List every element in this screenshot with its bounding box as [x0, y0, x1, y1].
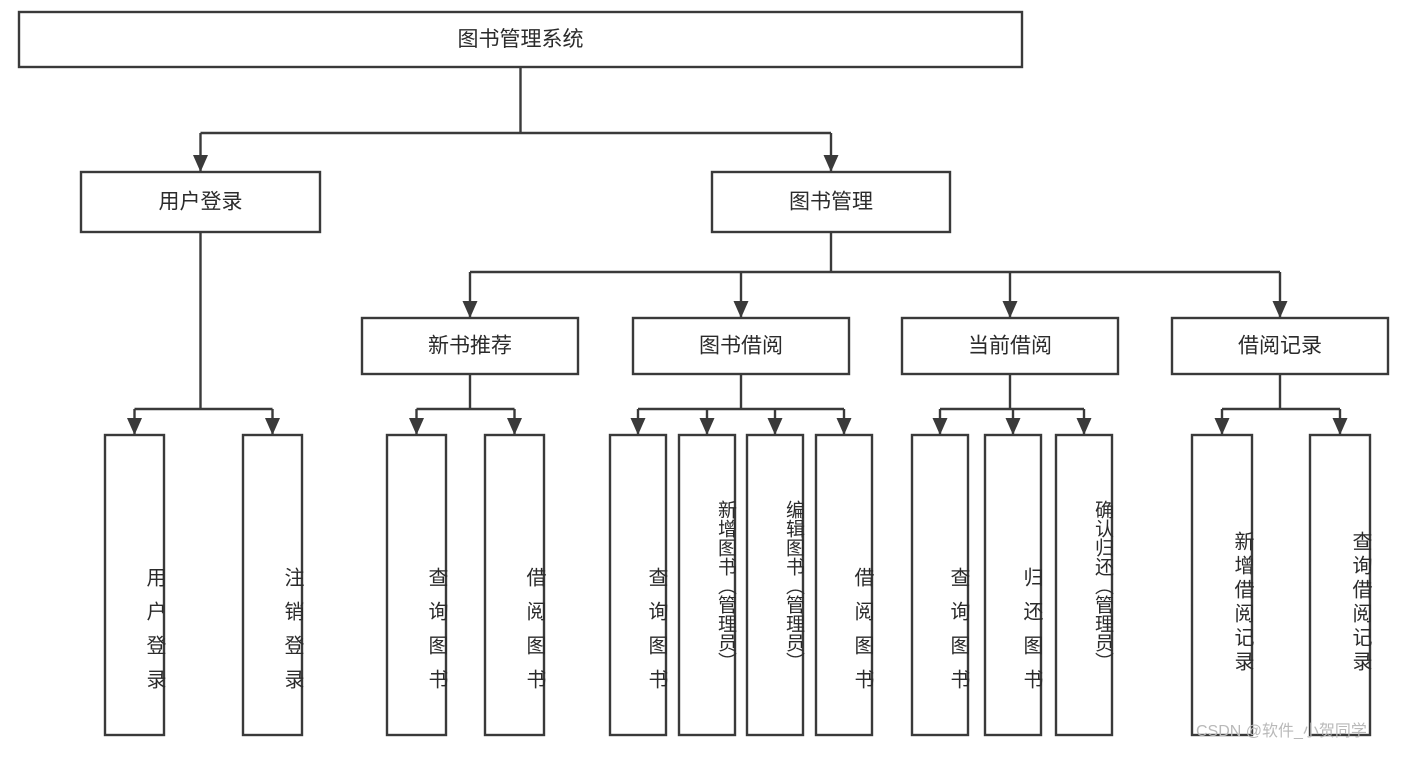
- arrow-head-icon-book-manage-0: [462, 301, 478, 318]
- arrow-head-icon-leaves-current-borrow-1: [1005, 418, 1021, 435]
- node-label-undefined: 图书管理系统: [458, 28, 584, 51]
- arrow-head-icon-leaves-book-borrow-0: [630, 418, 646, 435]
- arrow-head-icon-leaves-book-borrow-2: [767, 418, 783, 435]
- node-leaf-query-book-3[interactable]: [910, 433, 970, 737]
- arrow-head-icon-leaves-book-borrow-1: [699, 418, 715, 435]
- node-new-book-recommend[interactable]: 新书推荐: [360, 316, 580, 376]
- node-label-book-manage: 图书管理: [789, 191, 873, 214]
- node-box-borrow-record[interactable]: [1170, 316, 1390, 376]
- node-box-leaf-return-book[interactable]: [983, 433, 1043, 737]
- node-label-current-borrow: 当前借阅: [968, 335, 1052, 358]
- node-box-leaf-edit-book[interactable]: [745, 433, 805, 737]
- node-box-leaf-borrow-book-2[interactable]: [814, 433, 874, 737]
- node-box-leaf-add-book[interactable]: [677, 433, 737, 737]
- node-box-leaf-query-book-3[interactable]: [910, 433, 970, 737]
- node-leaf-query-record[interactable]: [1308, 433, 1372, 737]
- node-box-undefined[interactable]: [17, 10, 1024, 69]
- arrow-head-icon-book-manage-2: [1002, 301, 1018, 318]
- node-box-leaf-add-record[interactable]: [1190, 433, 1254, 737]
- node-box-book-manage[interactable]: [710, 170, 952, 234]
- node-user-login[interactable]: 用户登录: [79, 170, 322, 234]
- node-box-leaf-borrow-book-1[interactable]: [483, 433, 546, 737]
- node-borrow-record[interactable]: 借阅记录: [1170, 316, 1390, 376]
- arrow-head-icon-leaves-borrow-record-1: [1332, 418, 1348, 435]
- csdn-watermark: CSDN @软件_小贺同学: [1196, 723, 1367, 740]
- node-label-new-book-recommend: 新书推荐: [428, 335, 512, 358]
- node-leaf-confirm-return[interactable]: [1054, 433, 1114, 737]
- connectors-layer: [127, 67, 1348, 435]
- node-leaf-add-book[interactable]: [677, 433, 737, 737]
- node-leaf-add-record[interactable]: [1190, 433, 1254, 737]
- node-label-borrow-record: 借阅记录: [1238, 335, 1322, 358]
- arrow-head-icon-leaves-new-book-recommend-0: [409, 418, 424, 435]
- node-leaf-query-book-1[interactable]: [385, 433, 448, 737]
- arrow-head-icon-leaves-new-book-recommend-1: [507, 418, 522, 435]
- arrow-head-icon-leaves-user-login-1: [265, 418, 280, 435]
- node-leaf-return-book[interactable]: [983, 433, 1043, 737]
- node-leaf-edit-book[interactable]: [745, 433, 805, 737]
- node-label-book-borrow: 图书借阅: [699, 335, 783, 358]
- node-book-borrow[interactable]: 图书借阅: [631, 316, 851, 376]
- node-box-leaf-query-book-2[interactable]: [608, 433, 668, 737]
- node-undefined[interactable]: 图书管理系统: [17, 10, 1024, 69]
- arrow-head-icon-book-manage-3: [1272, 301, 1288, 318]
- diagram-canvas: 图书管理系统用户登录图书管理新书推荐图书借阅当前借阅借阅记录 用户登录注销登录查…: [17, 10, 1390, 740]
- arrow-head-icon-leaves-current-borrow-2: [1076, 418, 1092, 435]
- arrow-head-icon-leaves-user-login-0: [127, 418, 142, 435]
- node-box-current-borrow[interactable]: [900, 316, 1120, 376]
- node-leaf-borrow-book-1[interactable]: [483, 433, 546, 737]
- node-leaf-user-login[interactable]: [103, 433, 166, 737]
- arrow-head-icon-root-0: [193, 155, 208, 172]
- node-leaf-query-book-2[interactable]: [608, 433, 668, 737]
- node-current-borrow[interactable]: 当前借阅: [900, 316, 1120, 376]
- node-book-manage[interactable]: 图书管理: [710, 170, 952, 234]
- arrow-head-icon-leaves-book-borrow-3: [836, 418, 852, 435]
- node-box-new-book-recommend[interactable]: [360, 316, 580, 376]
- node-leaf-borrow-book-2[interactable]: [814, 433, 874, 737]
- node-box-leaf-query-record[interactable]: [1308, 433, 1372, 737]
- node-label-user-login: 用户登录: [159, 191, 243, 214]
- node-box-book-borrow[interactable]: [631, 316, 851, 376]
- node-box-leaf-confirm-return[interactable]: [1054, 433, 1114, 737]
- node-box-leaf-user-login[interactable]: [103, 433, 166, 737]
- node-leaf-user-logout[interactable]: [241, 433, 304, 737]
- node-box-user-login[interactable]: [79, 170, 322, 234]
- arrow-head-icon-book-manage-1: [733, 301, 749, 318]
- arrow-head-icon-leaves-current-borrow-0: [932, 418, 948, 435]
- node-box-leaf-user-logout[interactable]: [241, 433, 304, 737]
- arrow-head-icon-leaves-borrow-record-0: [1214, 418, 1230, 435]
- arrow-head-icon-root-1: [823, 155, 839, 172]
- node-box-leaf-query-book-1[interactable]: [385, 433, 448, 737]
